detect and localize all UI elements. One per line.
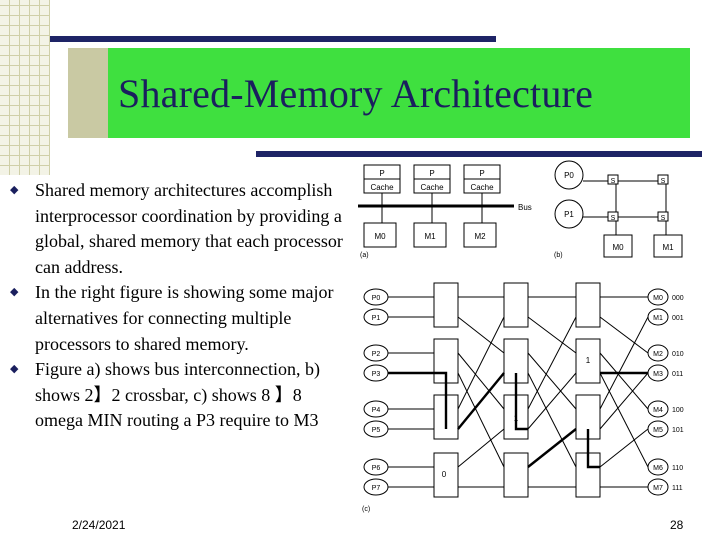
memory-label: M1	[424, 232, 436, 241]
switch-label: S	[611, 178, 616, 185]
footer-date: 2/24/2021	[72, 518, 126, 532]
cache-label: Cache	[370, 183, 394, 192]
memory-label: M0	[612, 243, 624, 252]
svg-text:M1: M1	[653, 315, 663, 322]
processor-nodes: P0 P1 P2 P3 P4 P5 P6 P7	[363, 288, 389, 496]
memory-m2	[463, 222, 497, 248]
slide-title: Shared-Memory Architecture	[118, 70, 594, 116]
svg-text:M3: M3	[653, 371, 663, 378]
bullet-text: Figure a) shows bus interconnection, b) …	[35, 359, 320, 431]
memory-label: M2	[474, 232, 486, 241]
svg-text:P4: P4	[372, 407, 381, 414]
cache-label: Cache	[470, 183, 494, 192]
svg-text:P7: P7	[372, 485, 381, 492]
svg-text:M5: M5	[653, 427, 663, 434]
bus-label: Bus	[518, 203, 532, 212]
svg-text:101: 101	[672, 427, 684, 434]
switch-stage-3	[575, 282, 601, 498]
memory-label: M1	[662, 243, 674, 252]
switch-setting-label: 1	[514, 414, 519, 423]
svg-text:P5: P5	[372, 427, 381, 434]
svg-text:M7: M7	[653, 485, 663, 492]
caption-a: (a)	[360, 252, 369, 259]
diamond-bullet-icon: ◆	[10, 184, 19, 196]
bus-interconnection-figure: P Cache P Cache P Cache Bus M0 M1 M2 (a)	[358, 164, 532, 259]
switch-stage-1	[433, 282, 459, 498]
processor-label: P1	[564, 210, 574, 219]
svg-text:P0: P0	[372, 295, 381, 302]
svg-text:P1: P1	[372, 315, 381, 322]
title-box: Shared-Memory Architecture	[108, 48, 690, 138]
svg-text:010: 010	[672, 351, 684, 358]
switch-label: S	[611, 215, 616, 222]
switch-setting-label: 0	[442, 470, 447, 479]
svg-text:111: 111	[672, 485, 683, 492]
bullet-item: ◆ Figure a) shows bus interconnection, b…	[8, 357, 353, 434]
memory-m0	[363, 222, 397, 248]
switch-stage-2	[503, 282, 529, 498]
omega-network-figure: P0 P1 P2 P3 P4 P5 P6 P7	[362, 282, 684, 513]
address-labels: 000 001 010 011 100 101 110 111	[672, 295, 684, 492]
bullet-text: Shared memory architectures accomplish i…	[35, 180, 343, 277]
switch-label: S	[661, 178, 666, 185]
svg-text:100: 100	[672, 407, 684, 414]
memory-m1	[653, 234, 683, 258]
diamond-bullet-icon: ◆	[10, 286, 19, 299]
switch-label: S	[661, 215, 666, 222]
processor-cache-2: P Cache	[463, 164, 501, 205]
cache-label: Cache	[420, 183, 444, 192]
caption-b: (b)	[554, 252, 563, 259]
svg-text:M4: M4	[653, 407, 663, 414]
bullet-text: In the right figure is showing some majo…	[35, 282, 334, 354]
crossbar-figure: P0 P1 S S S S M0 M1 (b)	[554, 160, 683, 259]
memory-label: M0	[374, 232, 386, 241]
processor-cache-0: P Cache	[363, 164, 401, 205]
page-number: 28	[670, 518, 684, 532]
memory-nodes: M0 M1 M2 M3 M4 M5 M6 M7	[647, 288, 669, 496]
processor-label: P	[479, 169, 484, 178]
svg-text:110: 110	[672, 465, 683, 472]
processor-label: P0	[564, 171, 574, 180]
architecture-diagram: P Cache P Cache P Cache Bus M0 M1 M2 (a)	[358, 160, 684, 513]
processor-label: P	[429, 169, 434, 178]
architecture-figure: P Cache P Cache P Cache Bus M0 M1 M2 (a)	[354, 157, 712, 515]
svg-text:M0: M0	[653, 295, 663, 302]
memory-m1	[413, 222, 447, 248]
processor-cache-1: P Cache	[413, 164, 451, 205]
top-accent-bar	[50, 36, 496, 42]
bullet-item: ◆ In the right figure is showing some ma…	[8, 280, 353, 357]
highlighted-route	[388, 371, 648, 469]
bullet-item: ◆ Shared memory architectures accomplish…	[8, 178, 353, 280]
decorative-grid	[0, 0, 50, 175]
svg-text:011: 011	[672, 371, 683, 378]
diamond-bullet-icon: ◆	[10, 363, 19, 376]
processor-p1	[554, 199, 584, 229]
memory-m0	[603, 234, 633, 258]
processor-p0	[554, 160, 584, 190]
svg-text:001: 001	[672, 315, 684, 322]
processor-label: P	[379, 169, 384, 178]
bottom-accent-bar	[256, 151, 702, 157]
title-shadow	[68, 48, 108, 138]
switch-setting-label: 1	[586, 356, 591, 365]
svg-text:M2: M2	[653, 351, 663, 358]
svg-text:P3: P3	[372, 371, 381, 378]
caption-c: (c)	[362, 506, 370, 513]
svg-text:M6: M6	[653, 465, 663, 472]
bullet-list: ◆ Shared memory architectures accomplish…	[8, 178, 353, 434]
svg-text:P6: P6	[372, 465, 381, 472]
svg-text:000: 000	[672, 295, 684, 302]
svg-text:P2: P2	[372, 351, 381, 358]
